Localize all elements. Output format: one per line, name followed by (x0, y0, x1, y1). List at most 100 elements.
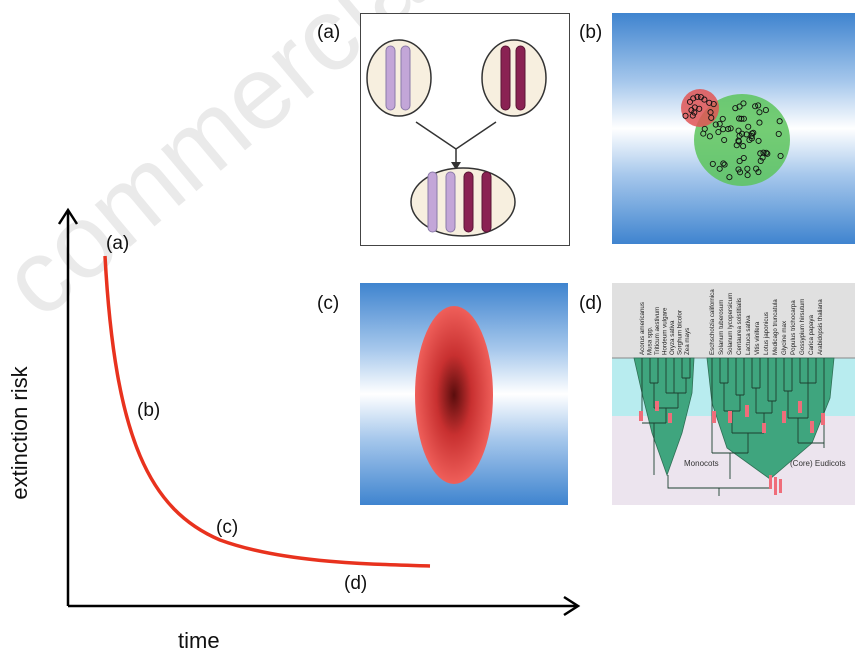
individual-dot (694, 93, 701, 100)
individual-dot (736, 158, 743, 165)
individual-dot (743, 131, 750, 138)
curve-label-c: (c) (216, 517, 239, 538)
individual-dot (737, 169, 744, 176)
individual-dot (736, 103, 743, 110)
eudicot-species-label: Centaurea solstitialis (736, 298, 743, 355)
clade-label-monocots: Monocots (684, 459, 719, 468)
individual-dot (748, 135, 755, 142)
eudicot-species-label: Solanum tuberosum (718, 300, 725, 355)
individual-dot (690, 95, 697, 102)
individual-dot (719, 115, 726, 122)
individual-dot (763, 149, 770, 156)
individual-dot (721, 161, 728, 168)
eudicot-species-label: Lotus japonicus (763, 312, 770, 355)
individual-dot (776, 118, 783, 125)
eudicot-species-label: Medicago truncatula (772, 299, 779, 355)
species-band (612, 283, 855, 358)
panel-d-label: (d) (579, 293, 603, 314)
y-axis-arrowhead (57, 207, 79, 225)
individual-dot (762, 107, 769, 114)
individual-dot (740, 100, 747, 107)
individual-dot (721, 136, 728, 144)
individual-dot (757, 157, 764, 164)
chromosome-light (385, 45, 396, 111)
individual-dot (706, 99, 713, 106)
polyploid-cell (410, 167, 516, 237)
red-density-ellipse (415, 306, 493, 484)
individual-dot (726, 174, 733, 181)
individual-dot (745, 123, 752, 130)
individual-dot (712, 121, 719, 128)
x-axis-title: time (178, 628, 220, 653)
monocot-species-label: Hordeum vulgare (662, 307, 669, 355)
extinction-curve (103, 255, 431, 568)
monocot-species-label: Oryza sativa (669, 320, 676, 355)
merge-lines (415, 121, 497, 150)
individual-dot (709, 160, 716, 167)
individual-dot (744, 165, 751, 172)
chromosome-dark (481, 171, 492, 233)
individual-dot (707, 109, 714, 116)
individual-dot (760, 149, 767, 156)
individual-dot (706, 133, 713, 140)
panel-b-population (612, 13, 855, 244)
eudicot-species-label: Carica papaya (808, 315, 815, 355)
individual-dot (689, 112, 696, 119)
individual-dot (701, 125, 708, 132)
individual-dot (756, 119, 763, 126)
eudicot-species-label: Populus trichocarpa (790, 300, 797, 355)
chromosome-light (427, 171, 438, 233)
individual-dot (752, 103, 759, 110)
individual-dot (755, 102, 762, 109)
individual-dot (736, 115, 743, 122)
eudicot-clade (706, 357, 835, 480)
monocot-species-label: Triticum aestivum (654, 307, 661, 355)
curve-label-a: (a) (106, 233, 130, 254)
tree-branches (641, 358, 825, 496)
individual-dot (735, 127, 742, 134)
chromosome-dark (515, 45, 526, 111)
monocot-species-label: Sorghum bicolor (677, 310, 684, 355)
clade-label-eudicots: (Core) Eudicots (790, 459, 846, 468)
individual-dot (720, 126, 727, 133)
large-population (694, 94, 790, 186)
panel-b-label: (b) (579, 22, 603, 43)
panel-c-distribution (360, 283, 568, 505)
individual-dot (686, 98, 694, 105)
individual-dot (696, 105, 703, 112)
monocot-clade (633, 357, 695, 477)
y-axis-title: extinction risk (7, 366, 32, 500)
duplication-markers (639, 401, 825, 495)
monocot-species-label: Acorus americanus (639, 302, 646, 355)
individual-dot (697, 94, 704, 101)
individual-dot (720, 160, 727, 167)
merge-arrowhead (451, 162, 461, 170)
individual-dot (740, 154, 747, 162)
panel-d-phylogeny: Monocots (Core) Eudicots Acorus american… (612, 283, 855, 505)
individual-dot (750, 129, 757, 136)
diploid-cell-right (481, 39, 547, 117)
individual-dot (744, 172, 751, 179)
chromosome-light (400, 45, 411, 111)
panel-c-label: (c) (317, 293, 340, 314)
individual-dot (764, 150, 771, 157)
panel-a-polyploidy (360, 13, 570, 246)
individual-dot (716, 165, 723, 172)
monocot-species-label: Musa spp. (647, 326, 654, 355)
curve-label-b: (b) (137, 400, 161, 421)
x-axis-arrowhead (563, 595, 581, 617)
individual-dot (753, 165, 760, 172)
individual-dot (732, 105, 739, 112)
individual-dot (748, 133, 755, 140)
eudicot-species-label: Gossypium hirsutum (799, 299, 806, 355)
chromosome-dark (500, 45, 511, 111)
diploid-cell-left (366, 39, 432, 117)
monocot-species-label: Zea mays (684, 328, 691, 355)
individual-dot (688, 107, 695, 114)
eudicot-species-label: Glycine max (781, 320, 788, 355)
individual-dot (708, 114, 715, 121)
eudicot-species-label: Arabidopsis thaliana (817, 299, 824, 355)
curve-label-d: (d) (344, 573, 368, 594)
individual-dot (777, 152, 784, 159)
